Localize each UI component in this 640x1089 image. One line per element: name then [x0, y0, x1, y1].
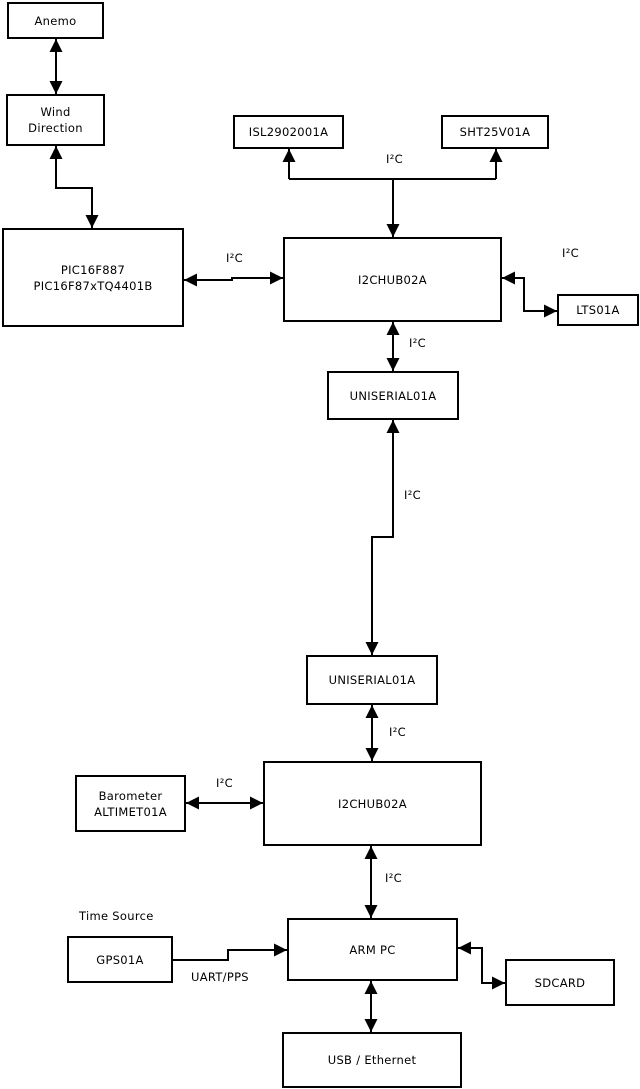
node-anemo-label: Anemo: [34, 13, 77, 28]
node-sht25v01a-label: SHT25V01A: [459, 125, 531, 139]
node-lts01a-label: LTS01A: [576, 303, 620, 317]
node-sdcard: SDCARD: [505, 959, 615, 1006]
node-uniserial01a-bottom: UNISERIAL01A: [306, 655, 438, 705]
edge-i2chub-top-lts: [502, 271, 557, 318]
node-isl2902001a-label: ISL2902001A: [248, 125, 329, 139]
node-wind-direction: Wind Direction: [6, 94, 105, 146]
node-i2chub02a-bottom-label: I2CHUB02A: [338, 796, 407, 811]
node-barometer-altimet01a: Barometer ALTIMET01A: [75, 775, 186, 832]
edge-label-time-source: Time Source: [79, 909, 154, 923]
edge-armpc-sdcard: [458, 941, 505, 990]
node-barometer-altimet01a-label: Barometer ALTIMET01A: [94, 788, 167, 819]
edge-label-i2c-top-branch: I²C: [386, 152, 403, 166]
node-uniserial01a-bottom-label: UNISERIAL01A: [328, 673, 416, 687]
node-pic16f887: PIC16F887 PIC16F87xTQ4401B: [2, 228, 184, 327]
node-isl2902001a: ISL2902001A: [233, 115, 344, 149]
edge-label-i2c-hub-lts: I²C: [562, 246, 579, 260]
node-lts01a: LTS01A: [557, 294, 639, 326]
node-i2chub02a-top: I2CHUB02A: [283, 237, 502, 322]
node-sht25v01a: SHT25V01A: [441, 115, 549, 149]
node-uniserial01a-top: UNISERIAL01A: [327, 371, 459, 420]
edge-label-i2c-pic-hub: I²C: [226, 251, 243, 265]
edge-label-i2c-uniserial-hub2: I²C: [389, 725, 406, 739]
node-sdcard-label: SDCARD: [534, 975, 586, 990]
edge-label-i2c-uniserial-link: I²C: [404, 488, 421, 502]
edge-uniserial-top-uniserial-bottom: [365, 420, 400, 655]
edge-pic-i2chub-top: [184, 271, 283, 287]
edge-label-i2c-hub1-uniserial: I²C: [409, 336, 426, 350]
edge-label-i2c-hub2-armpc: I²C: [385, 871, 402, 885]
edge-label-uart-pps: UART/PPS: [191, 970, 249, 984]
edge-wind-pic: [49, 146, 99, 228]
node-usb-ethernet-label: USB / Ethernet: [327, 1053, 417, 1067]
node-gps01a: GPS01A: [67, 936, 173, 983]
node-wind-direction-label: Wind Direction: [28, 105, 83, 135]
node-gps01a-label: GPS01A: [96, 952, 144, 967]
node-i2chub02a-bottom: I2CHUB02A: [263, 761, 482, 846]
node-arm-pc: ARM PC: [287, 918, 458, 981]
edge-label-i2c-barometer-hub2: I²C: [216, 776, 233, 790]
node-i2chub02a-top-label: I2CHUB02A: [358, 272, 427, 287]
node-uniserial01a-top-label: UNISERIAL01A: [349, 388, 437, 403]
node-pic16f887-label: PIC16F887 PIC16F87xTQ4401B: [33, 262, 153, 293]
node-usb-ethernet: USB / Ethernet: [282, 1032, 462, 1088]
edge-gps-armpc: [173, 943, 287, 961]
node-arm-pc-label: ARM PC: [349, 942, 396, 957]
node-anemo: Anemo: [7, 2, 104, 39]
